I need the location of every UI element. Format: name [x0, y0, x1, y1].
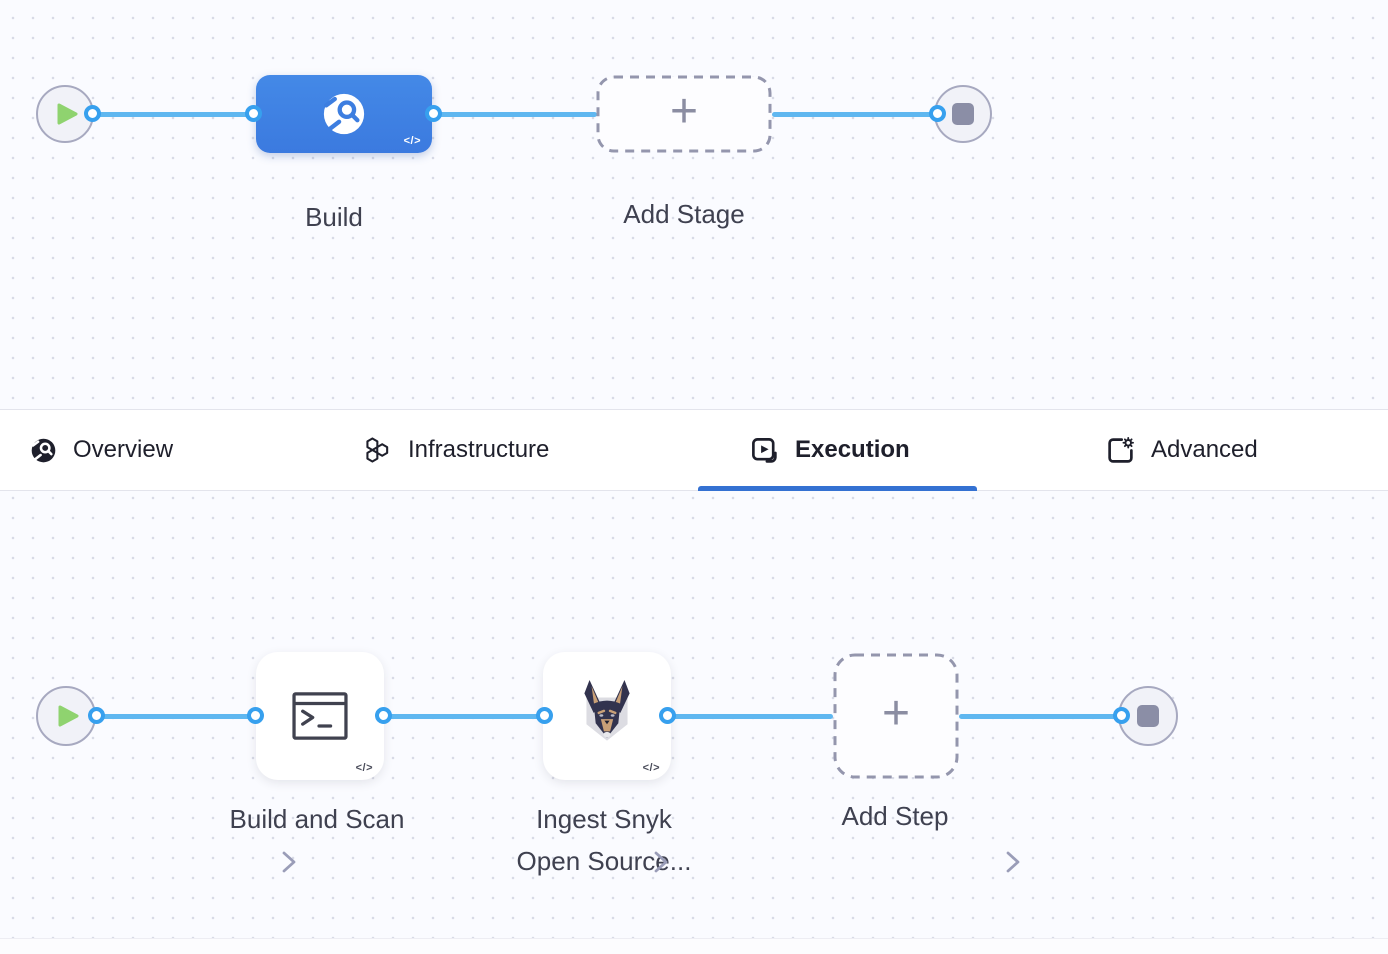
- connector-point: [247, 707, 264, 724]
- active-tab-underline: [698, 486, 977, 491]
- advanced-gear-icon: [1106, 436, 1135, 465]
- tab-label: Overview: [73, 436, 174, 463]
- stage-card-build[interactable]: </>: [256, 75, 432, 153]
- step-label: Build and Scan: [229, 804, 405, 834]
- step-flow-start-node: [36, 686, 96, 746]
- connector-line: [959, 714, 1122, 719]
- connector-line: [668, 714, 833, 719]
- step-label-line1: Ingest Snyk: [536, 804, 672, 834]
- chevron-right-icon: [280, 850, 298, 879]
- connector-line: [92, 112, 255, 117]
- dashed-border: [833, 653, 959, 779]
- connector-point: [88, 707, 105, 724]
- stop-square-icon: [1137, 705, 1159, 727]
- connector-point: [929, 105, 946, 122]
- dashed-border: [596, 75, 772, 153]
- connector-point: [84, 105, 101, 122]
- add-step-label: Add Step: [841, 801, 949, 831]
- stage-label: Build: [305, 202, 363, 232]
- tab-label: Execution: [795, 436, 910, 463]
- plus-icon: +: [881, 687, 911, 740]
- hexagons-infrastructure-icon: [362, 436, 392, 464]
- connector-point: [425, 105, 442, 122]
- tab-advanced[interactable]: Advanced: [1106, 410, 1258, 490]
- connector-point: [375, 707, 392, 724]
- code-badge: </>: [403, 135, 421, 147]
- add-stage-label: Add Stage: [623, 199, 745, 229]
- tab-overview[interactable]: Overview: [30, 410, 173, 490]
- connector-line: [384, 714, 545, 719]
- step-card-ingest-snyk[interactable]: </>: [543, 652, 671, 780]
- connector-point: [536, 707, 553, 724]
- step-label: Ingest Snyk Open Source...: [474, 798, 734, 882]
- add-stage-button[interactable]: +: [596, 75, 772, 153]
- bottom-panel-edge: [0, 938, 1388, 954]
- code-badge: </>: [642, 762, 660, 774]
- connector-point: [245, 105, 262, 122]
- connector-line: [434, 112, 597, 117]
- ci-build-icon: [321, 91, 367, 137]
- terminal-icon: [291, 691, 349, 741]
- chevron-right-icon: [652, 850, 670, 879]
- play-icon: [57, 704, 81, 728]
- code-badge: </>: [355, 762, 373, 774]
- tab-execution[interactable]: Execution: [750, 410, 910, 490]
- snyk-doberman-icon: [574, 679, 640, 753]
- ci-overview-icon: [30, 437, 57, 464]
- pipeline-end-node: [934, 85, 992, 143]
- play-icon: [56, 102, 80, 126]
- stop-square-icon: [952, 103, 974, 125]
- tab-label: Infrastructure: [408, 436, 550, 463]
- execution-play-icon: [750, 436, 779, 465]
- step-label-line2: Open Source...: [516, 846, 692, 876]
- add-step-button[interactable]: +: [833, 653, 959, 779]
- connector-point: [659, 707, 676, 724]
- plus-icon: +: [669, 85, 699, 138]
- connector-line: [96, 714, 256, 719]
- chevron-right-icon: [1004, 850, 1022, 879]
- stage-config-tab-bar: Overview Infrastructure Exec: [0, 409, 1388, 873]
- step-card-build-and-scan[interactable]: </>: [256, 652, 384, 780]
- connector-point: [1113, 707, 1130, 724]
- tab-infrastructure[interactable]: Infrastructure: [362, 410, 549, 490]
- connector-line: [772, 112, 938, 117]
- tab-label: Advanced: [1151, 436, 1258, 463]
